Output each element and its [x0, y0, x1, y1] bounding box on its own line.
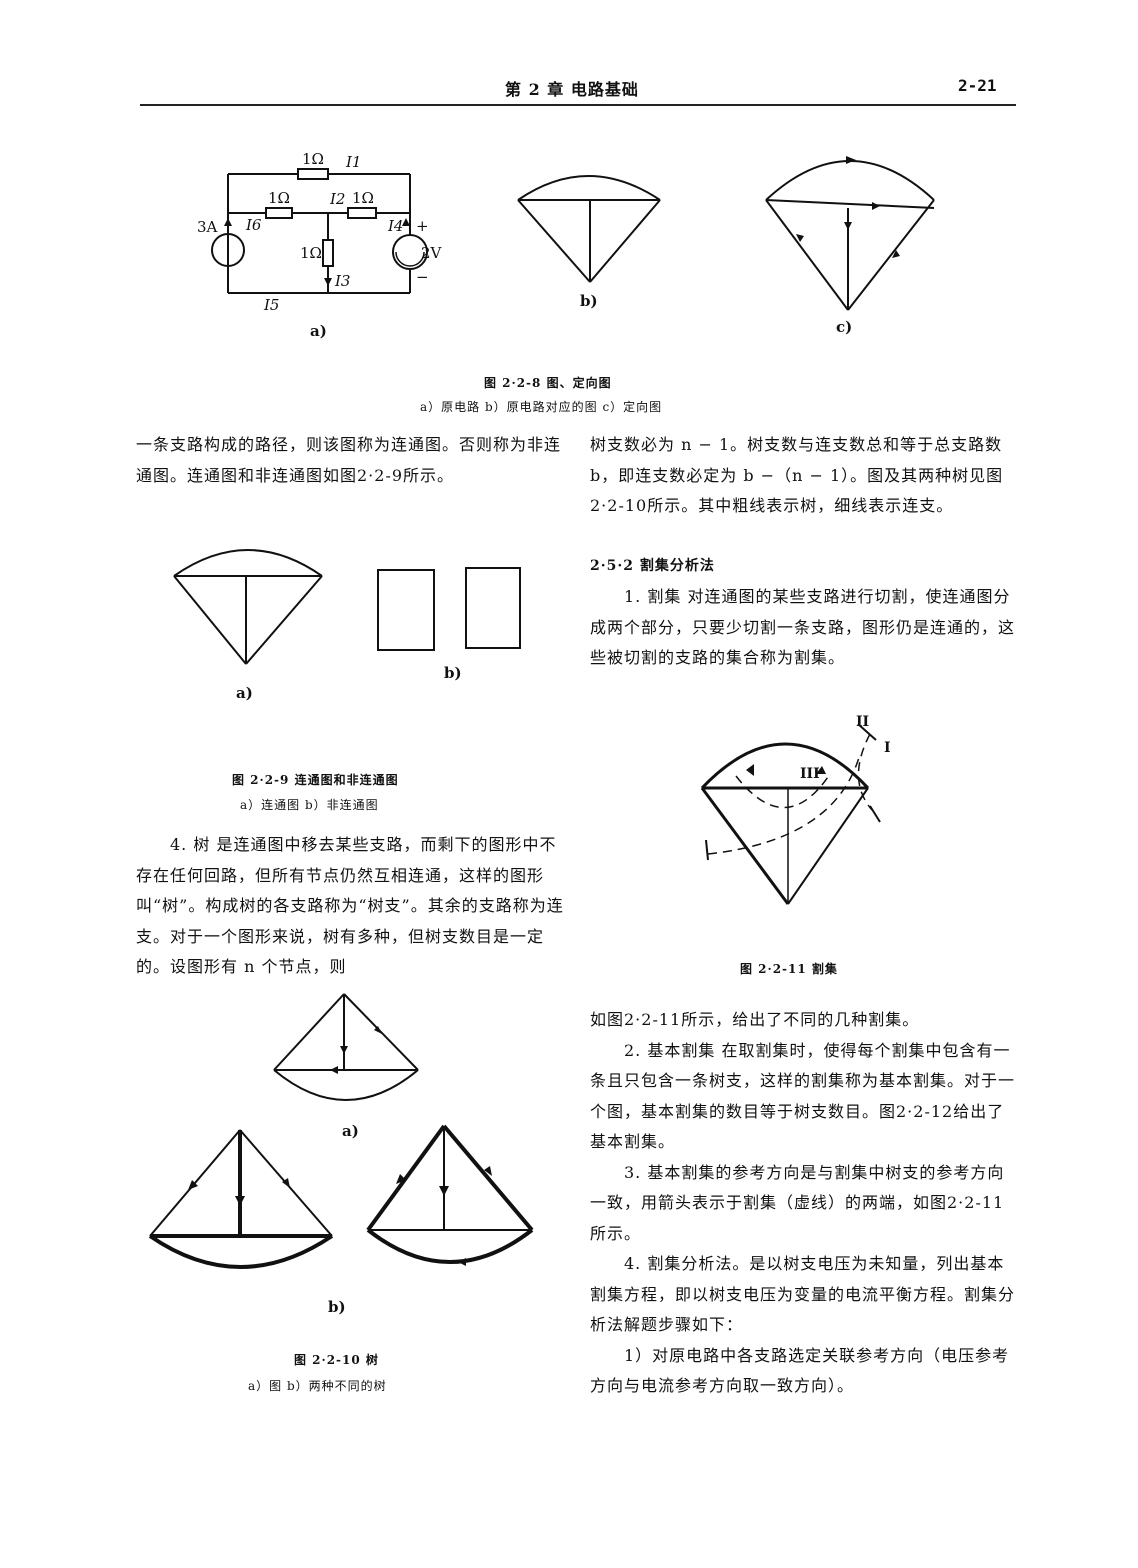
- r-mid-label: 1Ω: [300, 244, 322, 262]
- r-right-label: 1Ω: [352, 189, 374, 207]
- i1-label: I1: [345, 153, 361, 171]
- tree-graph-a: [273, 993, 419, 1101]
- graph-b: [517, 175, 661, 283]
- right-p2: 1. 割集 对连通图的某些支路进行切割，使连通图分成两个部分，只要少切割一条支路…: [590, 587, 1016, 667]
- src-v-label: 2V: [421, 244, 443, 262]
- header-rule: [140, 104, 1016, 106]
- page-header-title: 第 2 章 电路基础: [505, 80, 639, 99]
- fig2210-label-b: b): [328, 1298, 346, 1316]
- i2-label: I2: [329, 190, 345, 208]
- tree-2: [366, 1124, 534, 1266]
- plus-label: +: [416, 217, 429, 235]
- left-p2: 4. 树 是连通图中移去某些支路，而剩下的图形中不存在任何回路，但所有节点仍然互…: [136, 835, 564, 976]
- fig228-label-a: a): [310, 322, 327, 340]
- fig228-label-b: b): [580, 292, 598, 310]
- right-p6: 4. 割集分析法。是以树支电压为未知量，列出基本割集方程，即以树支电压为变量的电…: [590, 1254, 1016, 1334]
- right-paragraph-3: 如图2·2-11所示，给出了不同的几种割集。 2. 基本割集 在取割集时，使得每…: [590, 1005, 1018, 1402]
- right-p3: 如图2·2-11所示，给出了不同的几种割集。: [590, 1010, 920, 1029]
- non-connected-graph: [377, 567, 521, 651]
- src-a-label: 3A: [197, 218, 218, 236]
- cutset-label-1: I: [884, 740, 891, 756]
- fig228-label-c: c): [836, 318, 853, 336]
- left-paragraph-2: 4. 树 是连通图中移去某些支路，而剩下的图形中不存在任何回路，但所有节点仍然互…: [136, 830, 570, 983]
- section-heading: 2·5·2 割集分析法: [590, 558, 715, 574]
- right-p1: 树支数必为 n − 1。树支数与连支数总和等于总支路数 b，即连支数必定为 b …: [590, 435, 1004, 515]
- fig2210-label-a: a): [342, 1122, 359, 1140]
- right-paragraph-2: 1. 割集 对连通图的某些支路进行切割，使连通图分成两个部分，只要少切割一条支路…: [590, 582, 1018, 674]
- fig228-caption: 图 2·2-8 图、定向图: [484, 376, 612, 390]
- left-p1: 一条支路构成的路径，则该图称为连通图。否则称为非连通图。连通图和非连通图如图2·…: [136, 435, 562, 485]
- i6-label: I6: [245, 216, 262, 234]
- page-number: 2-21: [958, 76, 997, 95]
- cutset-diagram: I II III: [700, 714, 891, 905]
- i3-label: I3: [334, 272, 350, 290]
- fig229-caption: 图 2·2-9 连通图和非连通图: [232, 773, 399, 787]
- fig2210-caption: 图 2·2-10 树: [294, 1353, 379, 1367]
- r-left-label: 1Ω: [268, 189, 290, 207]
- cutset-label-3: III: [800, 766, 820, 782]
- fig229-label-a: a): [236, 684, 253, 702]
- circuit-diagram: 1Ω I1 1Ω I2 1Ω 3A I6 1Ω I3 I4 + 2V − I5: [197, 150, 443, 314]
- directed-graph-c: [765, 156, 935, 311]
- right-paragraph-1: 树支数必为 n − 1。树支数与连支数总和等于总支路数 b，即连支数必定为 b …: [590, 430, 1018, 522]
- tree-1: [148, 1129, 334, 1269]
- left-paragraph-1: 一条支路构成的路径，则该图称为连通图。否则称为非连通图。连通图和非连通图如图2·…: [136, 430, 570, 491]
- minus-label: −: [416, 268, 429, 286]
- r-top-label: 1Ω: [302, 150, 324, 168]
- right-p7: 1）对原电路中各支路选定关联参考方向（电压参考方向与电流参考方向取一致方向）。: [590, 1345, 1010, 1396]
- right-p5: 3. 基本割集的参考方向是与割集中树支的参考方向一致，用箭头表示于割集（虚线）的…: [590, 1162, 1005, 1243]
- fig2211-caption: 图 2·2-11 割集: [740, 962, 838, 976]
- i5-label: I5: [263, 296, 279, 314]
- cutset-label-2: II: [856, 714, 869, 730]
- right-p4: 2. 基本割集 在取割集时，使得每个割集中包含有一条且只包含一条树支，这样的割集…: [590, 1040, 1016, 1152]
- fig228-subcaption: a）原电路 b）原电路对应的图 c）定向图: [420, 400, 663, 414]
- i4-label: I4: [387, 217, 403, 235]
- fig229-subcaption: a）连通图 b）非连通图: [240, 798, 379, 812]
- connected-graph: [173, 549, 323, 665]
- fig2210-subcaption: a）图 b）两种不同的树: [248, 1379, 387, 1393]
- fig229-label-b: b): [444, 664, 462, 682]
